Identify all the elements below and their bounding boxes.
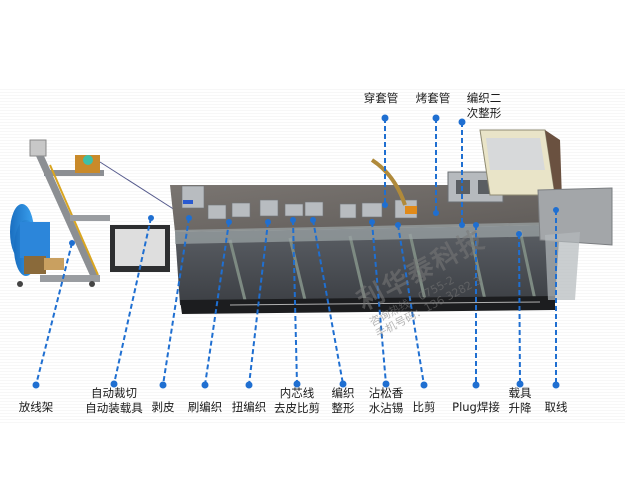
label-text: 烤套管	[415, 91, 451, 105]
label-inner-core-strip-cut: 内芯线 去皮比剪	[274, 386, 320, 416]
callout-lines	[35, 118, 557, 386]
label-pay-off-rack: 放线架	[19, 400, 54, 415]
label-compare-cut: 比剪	[413, 400, 436, 415]
input-tray-illustration	[110, 225, 170, 272]
label-text: 扭编织	[231, 400, 267, 414]
label-sleeve-threading: 穿套管	[364, 91, 399, 106]
label-auto-cut-load: 自动裁切 自动装载具	[85, 386, 143, 416]
label-text: 整形	[331, 401, 355, 415]
label-text: 放线架	[18, 400, 54, 414]
label-text: 载具	[508, 386, 532, 400]
label-take-out: 取线	[545, 400, 568, 415]
label-text: 比剪	[412, 400, 436, 414]
label-text: 自动装载具	[85, 401, 143, 415]
label-strip: 剥皮	[152, 400, 175, 415]
label-text: 剥皮	[151, 400, 175, 414]
label-braid-reshape-2: 编织二 次整形	[467, 91, 502, 121]
label-text: 编织	[331, 386, 355, 400]
label-text: 次整形	[466, 106, 502, 120]
label-twist-braid: 扭编织	[232, 400, 267, 415]
label-text: 内芯线	[279, 386, 315, 400]
label-rosin-tin: 沾松香 水沾锡	[369, 386, 404, 416]
label-text: 穿套管	[363, 91, 399, 105]
label-sleeve-baking: 烤套管	[416, 91, 451, 106]
label-text: Plug焊接	[452, 400, 500, 414]
pay-off-rack-illustration	[10, 139, 176, 287]
label-text: 升降	[508, 401, 532, 415]
label-text: 沾松香	[368, 386, 404, 400]
label-braid-shaping: 编织 整形	[332, 386, 355, 416]
label-text: 刷编织	[187, 400, 223, 414]
label-text: 自动裁切	[91, 386, 137, 400]
label-text: 编织二	[466, 91, 502, 105]
callout-dots	[32, 114, 560, 389]
label-text: 水沾锡	[368, 401, 404, 415]
label-carrier-lift: 载具 升降	[509, 386, 532, 416]
main-machine-illustration	[170, 129, 613, 314]
label-text: 取线	[544, 400, 568, 414]
label-brush-braid: 刷编织	[188, 400, 223, 415]
label-plug-solder: Plug焊接	[452, 400, 500, 415]
label-text: 去皮比剪	[274, 401, 320, 415]
